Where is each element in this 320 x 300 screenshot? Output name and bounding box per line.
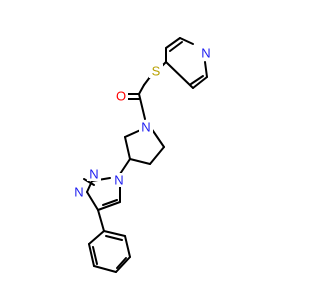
- atom-n-triazole-2-bg: [87, 167, 101, 181]
- bond-pyridine-6: [165, 61, 194, 89]
- atom-n-triazole-2: N: [87, 167, 101, 182]
- atom-s-thioether-bg: [149, 64, 163, 78]
- atom-s-thioether: S: [149, 64, 163, 79]
- atom-n-pyridine-label: N: [201, 46, 210, 61]
- bond-pyrrolidine-3: [129, 158, 151, 165]
- bond-pyridine-2: [165, 37, 181, 49]
- bond-triazole-4: [97, 201, 121, 211]
- atom-o-carbonyl: O: [114, 89, 128, 104]
- atom-n-triazole-3-label: N: [74, 185, 83, 200]
- bond-phenyl-2: [88, 243, 95, 267]
- atom-s-thioether-label: S: [152, 64, 161, 79]
- atom-n-triazole-2-label: N: [89, 167, 98, 182]
- bond-methylene-carbonyl: [138, 84, 145, 95]
- atom-n-pyridine: N: [198, 45, 214, 61]
- bond-phenyl-3: [93, 265, 117, 273]
- molecule-structure: N S O N N N N: [72, 37, 214, 273]
- bond-triazole-3: [86, 191, 99, 211]
- atom-n-triazole-3-bg: [72, 185, 86, 199]
- bond-phenyl-double-3: [105, 235, 123, 241]
- atom-n-triazole-1: N: [112, 173, 126, 188]
- bond-sulfur-methylene: [143, 76, 151, 86]
- bond-triazole-double-1: [83, 178, 95, 186]
- bond-carbonyl-nitrogen: [138, 93, 146, 120]
- bond-phenyl-6: [103, 230, 126, 237]
- atom-n-pyrrolidine-label: N: [141, 120, 150, 135]
- bond-phenyl-4: [115, 256, 131, 273]
- bond-pyrrolidine-triazole: [119, 158, 131, 175]
- bond-pyridine-double-1: [169, 41, 183, 52]
- atom-n-triazole-1-bg: [112, 173, 126, 187]
- bond-phenyl-5: [124, 235, 131, 258]
- bond-pyrrolidine-5: [150, 127, 165, 148]
- bond-pyrrolidine-4: [149, 146, 165, 165]
- atom-o-carbonyl-label: O: [116, 89, 126, 104]
- bond-phenyl-1: [88, 230, 105, 245]
- bond-triazole-double-2: [102, 199, 118, 206]
- bond-pyridine-4: [204, 61, 208, 78]
- atom-n-pyrrolidine: N: [139, 120, 153, 135]
- bond-pyridine-3: [179, 37, 194, 45]
- atom-n-triazole-1-label: N: [114, 173, 123, 188]
- atom-n-triazole-3: N: [72, 185, 86, 200]
- atom-n-pyridine-bg: [198, 45, 214, 61]
- bond-lines: [83, 37, 208, 273]
- bond-pyridine-5: [192, 76, 208, 89]
- atom-o-carbonyl-bg: [114, 89, 128, 103]
- bond-triazole-phenyl: [97, 209, 105, 232]
- bond-pyridine-double-2: [190, 75, 204, 85]
- bond-phenyl-double-1: [92, 246, 98, 265]
- atom-labels: N S O N N N N: [72, 45, 214, 200]
- bond-phenyl-double-2: [116, 257, 127, 269]
- bond-pyrrolidine-2: [124, 136, 131, 160]
- atom-n-pyrrolidine-bg: [139, 120, 153, 134]
